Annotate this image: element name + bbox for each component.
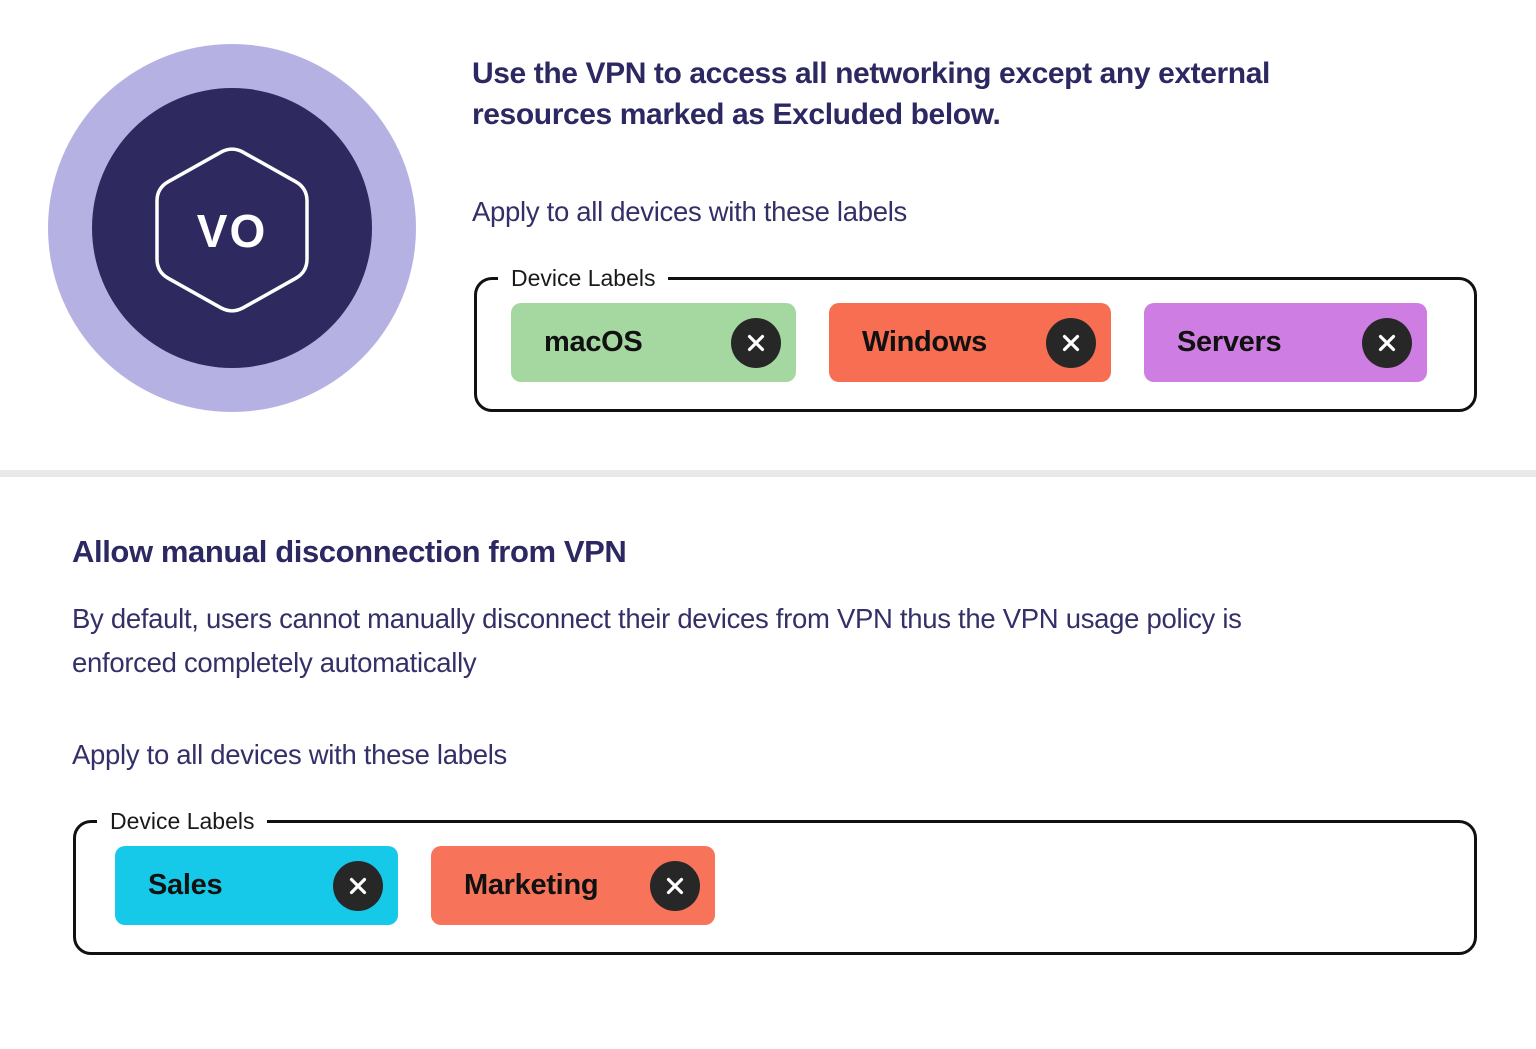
close-icon [666,877,684,894]
policy-avatar-initials: VO [197,205,267,257]
chip-label: Windows [862,326,987,358]
remove-label-servers-button[interactable] [1362,317,1412,368]
apply-labels-text-2: Apply to all devices with these labels [72,739,507,770]
section-divider [0,470,1536,477]
close-icon [1062,334,1080,351]
close-icon [349,877,367,894]
device-labels-fieldset-1[interactable]: Device Labels macOS Windows Se [474,263,1477,412]
device-label-chip-marketing: Marketing [431,846,715,925]
vpn-usage-heading-line2: resources marked as Excluded below. [472,98,1001,131]
device-labels-fieldset-2[interactable]: Device Labels Sales Marketing [73,806,1477,955]
remove-label-macos-button[interactable] [731,317,781,368]
policy-avatar-inner-circle [92,88,372,368]
chip-label: Sales [148,869,223,901]
remove-label-sales-button[interactable] [333,860,383,911]
hexagon-icon [155,147,309,313]
device-labels-legend-1: Device Labels [498,263,669,293]
policy-avatar: VO [48,44,416,412]
device-label-chip-servers: Servers [1144,303,1427,382]
device-labels-legend-2: Device Labels [97,806,268,836]
manual-disconnect-description-line1: By default, users cannot manually discon… [72,603,1242,634]
remove-label-marketing-button[interactable] [650,860,700,911]
vpn-usage-heading: Use the VPN to access all networking exc… [472,53,1270,135]
device-label-chip-macos: macOS [511,303,796,382]
close-icon [1378,334,1396,351]
remove-label-windows-button[interactable] [1046,317,1096,368]
vpn-usage-heading-line1: Use the VPN to access all networking exc… [472,57,1270,90]
manual-disconnect-description: By default, users cannot manually discon… [72,597,1242,685]
manual-disconnect-heading: Allow manual disconnection from VPN [72,534,627,569]
device-labels-chips-2: Sales Marketing [115,846,715,925]
device-label-chip-windows: Windows [829,303,1111,382]
chip-label: Marketing [464,869,599,901]
close-icon [747,334,765,351]
chip-label: Servers [1177,326,1282,358]
chip-label: macOS [544,326,643,358]
apply-labels-text-1: Apply to all devices with these labels [472,196,907,227]
device-labels-chips-1: macOS Windows Servers [511,303,1427,382]
device-label-chip-sales: Sales [115,846,398,925]
manual-disconnect-description-line2: enforced completely automatically [72,647,477,678]
